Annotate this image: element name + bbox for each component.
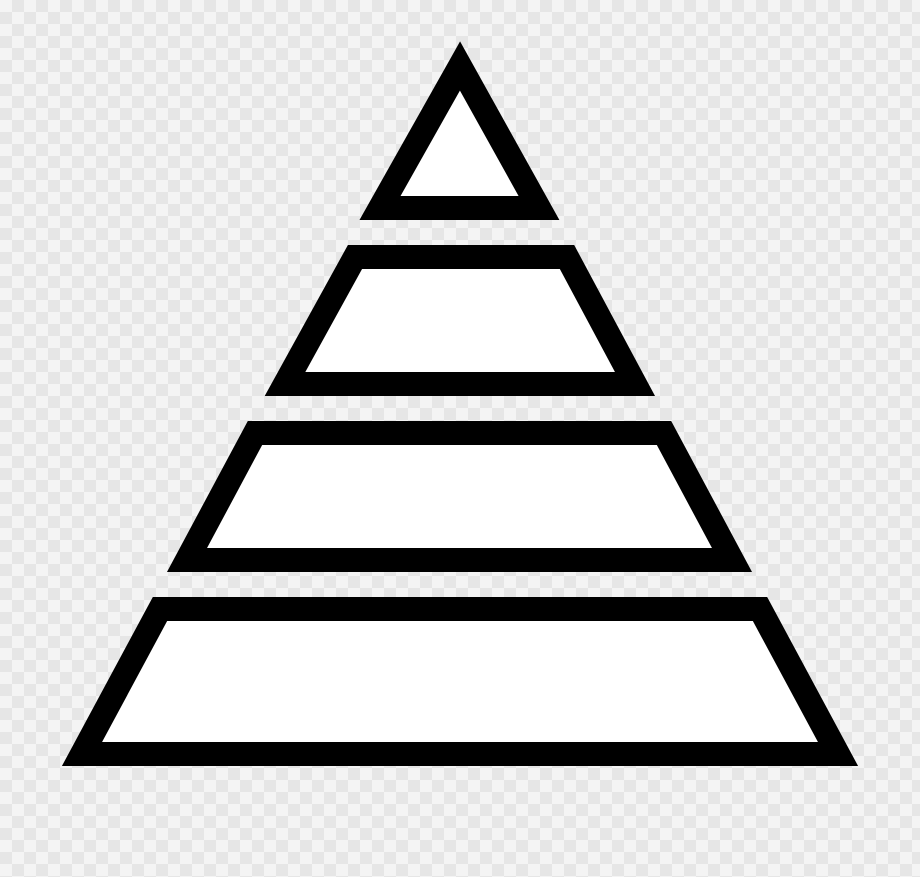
pyramid-tier-top xyxy=(359,41,560,220)
pyramid-tier-base xyxy=(61,597,859,766)
pyramid-tier-upper-middle xyxy=(264,245,656,396)
pyramid-tier-lower-middle xyxy=(166,421,753,572)
